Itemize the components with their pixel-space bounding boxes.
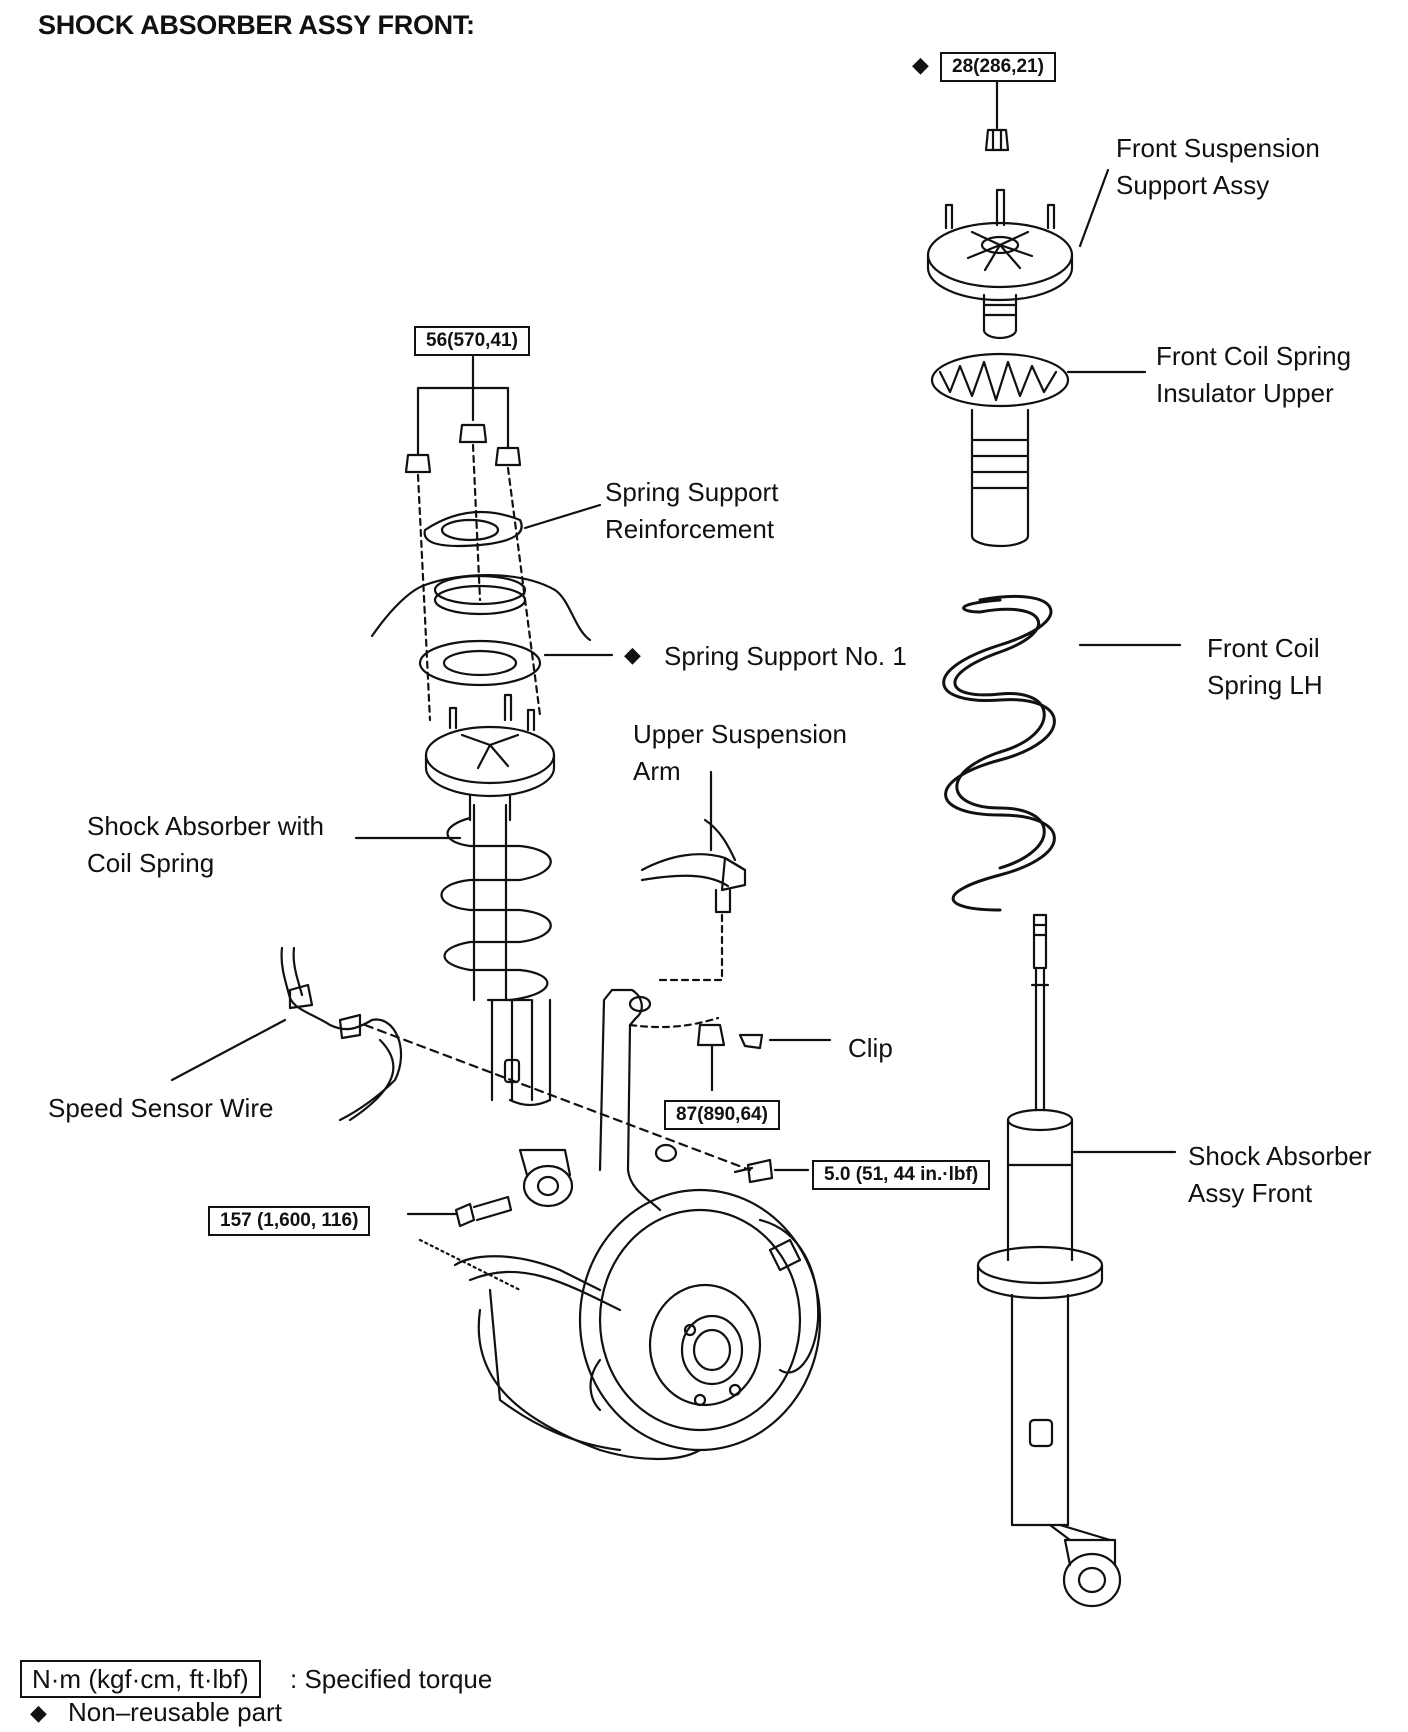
hub-brake-assembly xyxy=(418,1188,822,1461)
spring-support-no1 xyxy=(418,639,614,687)
label-front-coil-spring-lh: Front Coil Spring LH xyxy=(1207,633,1323,700)
legend-diamond-icon: ◆ xyxy=(30,1700,47,1725)
clip-and-nut xyxy=(696,1023,832,1092)
label-shock-absorber-assy-front: Shock Absorber Assy Front xyxy=(1188,1141,1372,1208)
nonreusable-diamond-spring-support: ◆ xyxy=(624,642,641,667)
coil-spring-insulator xyxy=(930,352,1147,548)
label-upper-suspension-arm: Upper Suspension Arm xyxy=(633,719,847,786)
label-spring-support-reinforcement: Spring Support Reinforcement xyxy=(605,477,779,544)
torque-sensor-bolt: 5.0 (51, 44 in.·lbf) xyxy=(812,1160,991,1190)
shock-absorber-assy xyxy=(976,913,1177,1608)
legend-torque-text: : Specified torque xyxy=(290,1664,493,1694)
label-front-coil-spring-insulator: Front Coil Spring Insulator Upper xyxy=(1156,341,1352,408)
torque-arm-nut: 87(890,64) xyxy=(664,1100,780,1130)
upper-suspension-arm xyxy=(640,770,747,982)
speed-sensor-wire xyxy=(170,946,752,1172)
torque-lower-bolt: 157 (1,600, 116) xyxy=(208,1206,371,1236)
label-clip: Clip xyxy=(848,1033,893,1063)
shock-absorber-with-coil-spring xyxy=(354,693,574,1208)
page-title: SHOCK ABSORBER ASSY FRONT: xyxy=(38,10,475,40)
front-coil-spring xyxy=(942,595,1182,912)
sensor-bolt xyxy=(733,1158,810,1184)
legend-nonreusable-text: Non–reusable part xyxy=(68,1697,282,1727)
nonreusable-diamond-top: ◆ xyxy=(912,52,929,77)
legend-torque-box: N·m (kgf·cm, ft·lbf) xyxy=(20,1660,261,1698)
label-shock-absorber-with-coil-spring: Shock Absorber with Coil Spring xyxy=(87,811,325,878)
top-nut xyxy=(984,78,1010,152)
torque-upper-mount-nuts: 56(570,41) xyxy=(414,326,530,356)
body-panel xyxy=(370,574,592,642)
front-suspension-support xyxy=(926,168,1110,340)
spring-support-reinforcement xyxy=(423,503,602,548)
torque-top-nut: 28(286,21) xyxy=(940,52,1056,82)
label-speed-sensor-wire: Speed Sensor Wire xyxy=(48,1093,274,1123)
label-spring-support-no1: Spring Support No. 1 xyxy=(664,641,907,671)
lower-bolt xyxy=(406,1195,513,1228)
label-front-suspension-support: Front Suspension Support Assy xyxy=(1116,133,1320,200)
